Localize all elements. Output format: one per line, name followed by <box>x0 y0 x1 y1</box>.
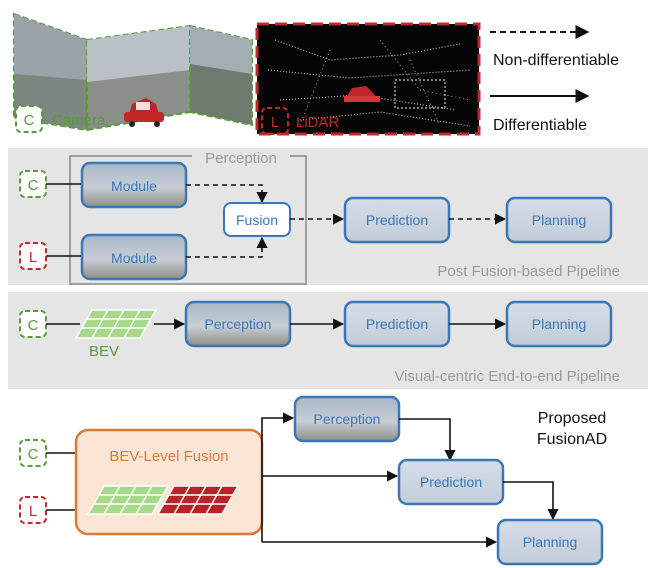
perception-group-label: Perception <box>205 150 277 167</box>
p3-fusion-to-perception <box>261 412 295 476</box>
module-bottom-label: Module <box>111 250 157 266</box>
fusion-label: Fusion <box>236 212 278 228</box>
bev-grid-camera-icon <box>86 485 170 515</box>
module-top-label: Module <box>111 178 157 194</box>
perception-group <box>69 155 307 285</box>
camera-views <box>13 12 253 132</box>
p1-prediction-box <box>343 196 451 244</box>
p3-prediction-label: Prediction <box>420 474 482 490</box>
bev-grid-icon <box>74 309 158 339</box>
p1-module-bottom-to-fusion <box>186 236 268 258</box>
camera-badge-p2 <box>19 310 47 338</box>
p3-prediction-to-planning <box>503 481 559 521</box>
camera-badge-p3 <box>19 439 47 467</box>
camera-badge-p3-text: C <box>28 446 39 463</box>
camera-badge-p1-text: C <box>28 177 39 194</box>
camera-badge-text: C <box>24 112 35 129</box>
legend-dashed-label: Non-differentiable <box>493 52 619 69</box>
p2-planning-box <box>505 300 613 348</box>
p3-planning-label: Planning <box>523 534 578 550</box>
bev-grid-lidar-icon <box>156 485 240 515</box>
lidar-badge-p3 <box>19 496 47 524</box>
camera-label: Camera <box>52 112 106 129</box>
camera-badge-p1 <box>19 170 47 198</box>
bev-level-fusion-label: BEV-Level Fusion <box>109 448 228 465</box>
post-fusion-pipeline-label: Post Fusion-based Pipeline <box>437 263 620 280</box>
p2-perception-label: Perception <box>205 316 272 332</box>
p1-planning-label: Planning <box>532 212 587 228</box>
car-icon <box>124 98 164 127</box>
lidar-view <box>255 22 481 136</box>
lidar-car-icon <box>344 86 380 102</box>
p2-prediction-label: Prediction <box>366 316 428 332</box>
p1-planning-box <box>505 196 613 244</box>
bev-label: BEV <box>89 343 119 360</box>
p3-perception-label: Perception <box>314 411 381 427</box>
lidar-points <box>267 39 471 127</box>
p1-module-top-to-fusion <box>186 184 268 204</box>
p3-planning-box <box>496 518 604 566</box>
lidar-badge-text: L <box>271 114 279 131</box>
camera-badge-p2-text: C <box>28 317 39 334</box>
lidar-badge-p1 <box>19 242 47 270</box>
p3-perception-to-prediction <box>399 418 456 462</box>
proposed-title-line1: Proposed <box>538 410 607 427</box>
lidar-label: LiDAR <box>296 114 340 131</box>
camera-badge <box>15 105 43 133</box>
bev-level-fusion-box <box>74 428 264 536</box>
proposed-title-line2: FusionAD <box>537 431 607 448</box>
lidar-badge <box>261 107 289 135</box>
legend-solid-label: Differentiable <box>493 117 587 134</box>
p1-prediction-label: Prediction <box>366 212 428 228</box>
visual-centric-pipeline-label: Visual-centric End-to-end Pipeline <box>394 368 620 385</box>
lidar-badge-p3-text: L <box>29 503 37 520</box>
lidar-badge-p1-text: L <box>29 249 37 266</box>
p2-planning-label: Planning <box>532 316 587 332</box>
